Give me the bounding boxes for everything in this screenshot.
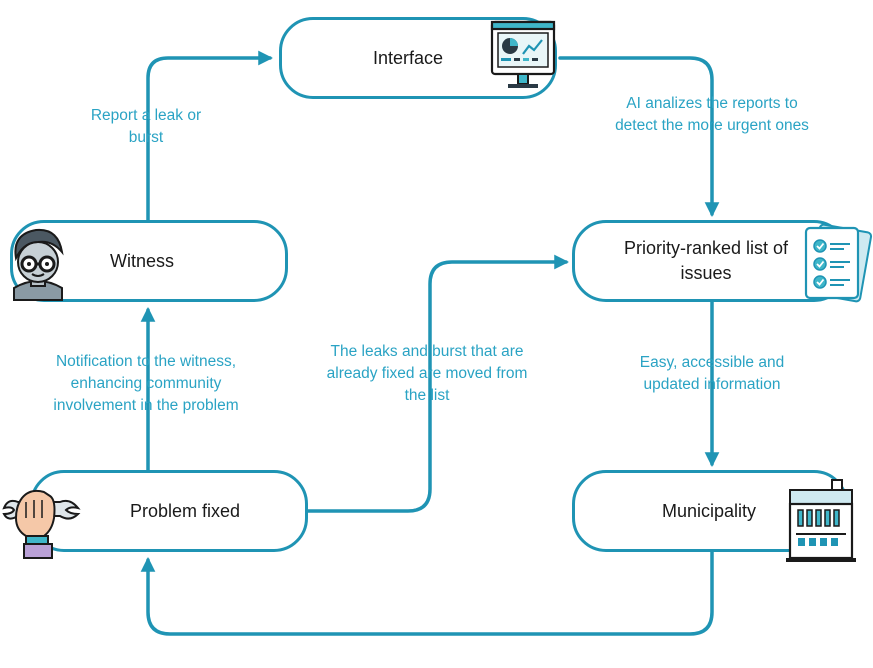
- node-priority-list-label: Priority-ranked list of issues: [623, 238, 789, 283]
- node-problem-fixed: Problem fixed: [30, 470, 308, 552]
- node-priority-list: Priority-ranked list of issues: [572, 220, 848, 302]
- person-glasses-icon: [13, 228, 64, 301]
- wrench-hand-icon: [2, 489, 81, 559]
- edge-label-fixed: The leaks and burst that are already fix…: [326, 343, 528, 404]
- node-witness-label: Witness: [109, 250, 174, 271]
- building-icon: [786, 479, 856, 562]
- connector-witness-to-interface: [146, 50, 273, 222]
- node-municipality-label: Municipality: [661, 500, 757, 521]
- connector-municipality-to-fixed: [140, 550, 714, 636]
- edge-label-ai: AI analizes the reports to detect the mo…: [615, 95, 809, 134]
- node-problem-fixed-label: Problem fixed: [129, 500, 241, 521]
- edge-label-info: Easy, accessible and updated information: [639, 354, 785, 393]
- connector-interface-to-list: [558, 56, 720, 217]
- connector-fixed-to-list: [306, 254, 569, 513]
- edge-label-report: Report a leak or burst: [90, 107, 202, 146]
- edge-label-notification: Notification to the witness, enhancing c…: [53, 353, 239, 414]
- checklist-icon: [804, 223, 873, 303]
- node-interface-label: Interface: [372, 47, 444, 68]
- monitor-dashboard-icon: [490, 20, 556, 88]
